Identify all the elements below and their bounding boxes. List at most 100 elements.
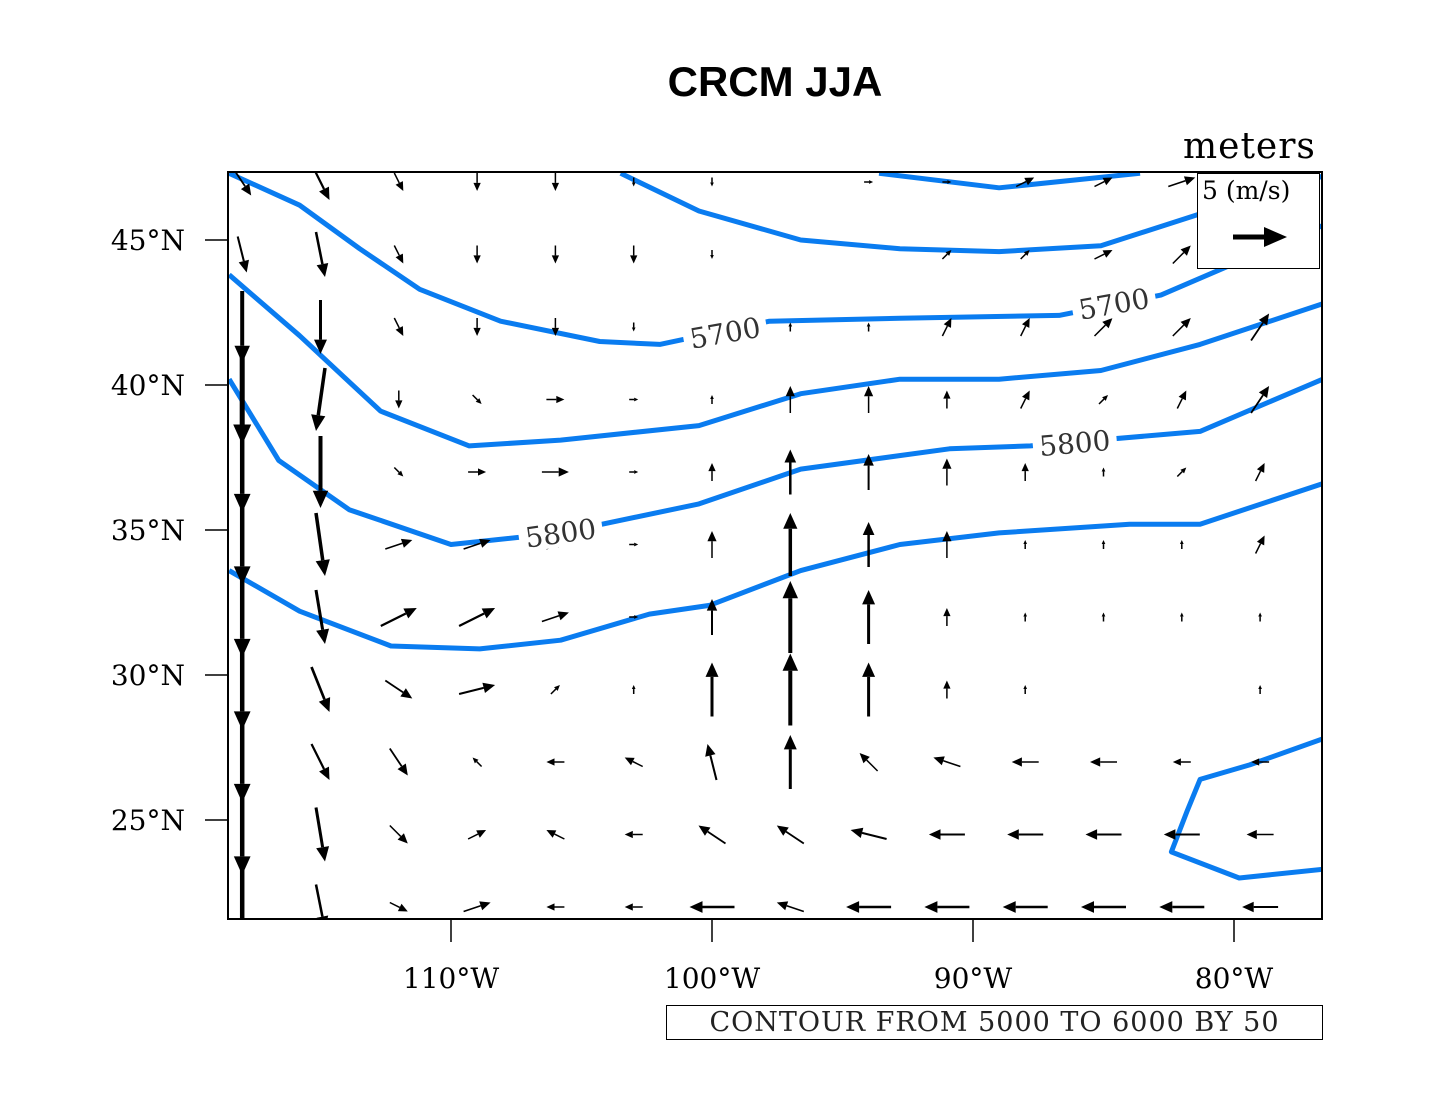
contour-label: 5800 [1038, 424, 1112, 463]
wind-vector [389, 824, 408, 844]
wind-vector [705, 662, 719, 717]
wind-vector [472, 757, 483, 768]
wind-vector [1011, 757, 1039, 767]
contour-info-label: CONTOUR FROM 5000 TO 6000 BY 50 [666, 1005, 1323, 1040]
wind-vector [776, 825, 805, 845]
y-tick-label: 30°N [111, 659, 185, 692]
wind-vector [942, 458, 952, 486]
wind-vector [546, 903, 565, 911]
wind-vector [234, 172, 252, 196]
wind-vector [941, 318, 952, 337]
wind-vector [1251, 758, 1270, 766]
wind-vector [1254, 463, 1265, 482]
wind-vector [1179, 540, 1184, 549]
wind-vector [234, 291, 250, 363]
wind-vector [310, 743, 330, 780]
contour-label: 5700 [1076, 282, 1152, 327]
wind-vector [1172, 318, 1191, 337]
wind-vector [924, 901, 970, 913]
wind-vector [698, 825, 727, 845]
wind-vector [624, 830, 643, 839]
wind-vector [928, 829, 965, 840]
wind-vector [1101, 467, 1106, 477]
wind-vector [1021, 463, 1029, 481]
wind-vector [551, 173, 560, 191]
contour-5600 [878, 172, 1141, 191]
wind-vector [546, 395, 565, 404]
wind-vector [705, 744, 718, 781]
wind-vector [942, 180, 952, 184]
wind-vector [1246, 829, 1274, 840]
wind-vector [393, 245, 404, 264]
wind-vector [395, 390, 403, 409]
wind-vector [393, 172, 404, 191]
wind-vector [776, 901, 805, 913]
wind-vector [863, 454, 874, 490]
wind-vector [233, 431, 251, 513]
wind-vector [788, 322, 793, 332]
wind-vector [472, 394, 482, 404]
wind-vector [310, 666, 331, 712]
wind-vector [629, 397, 639, 402]
wind-vector [311, 367, 327, 431]
wind-vector [1258, 685, 1262, 694]
wind-vector [631, 177, 636, 187]
wind-vector [707, 531, 717, 558]
wind-vector [708, 463, 716, 481]
wind-vector [233, 721, 251, 803]
wind-vector [783, 735, 797, 789]
wind-vector [550, 685, 560, 695]
contour-label: 5800 [523, 512, 598, 555]
wind-vector [463, 901, 491, 913]
wind-vector [943, 680, 951, 699]
wind-vector [933, 756, 961, 768]
wind-vector [1085, 829, 1122, 840]
reference-arrow-icon [1233, 227, 1287, 247]
wind-vector [233, 504, 251, 585]
contour-5900 [1168, 736, 1322, 881]
wind-vector [710, 177, 714, 187]
wind-vector [629, 470, 639, 474]
y-tick-label: 45°N [111, 224, 185, 257]
wind-vector [312, 436, 329, 508]
wind-vector [233, 794, 251, 875]
wind-vector [1179, 612, 1184, 622]
wind-vector [314, 807, 330, 862]
wind-vector [862, 662, 876, 717]
wind-vector [862, 590, 876, 644]
wind-vector [942, 531, 952, 558]
wind-vector [630, 245, 638, 264]
wind-vector [458, 682, 496, 695]
wind-vector [1176, 467, 1187, 478]
wind-vector [631, 685, 636, 694]
reference-vector-legend: 5 (m/s) [1197, 173, 1320, 269]
y-tick-label: 40°N [111, 369, 185, 402]
wind-vector [1094, 250, 1113, 260]
wind-vector [314, 589, 330, 644]
wind-vector [1163, 829, 1200, 840]
wind-vector [551, 245, 560, 264]
wind-vector [473, 173, 481, 191]
wind-vector [1007, 829, 1044, 840]
wind-vector [846, 901, 892, 913]
wind-vector [706, 599, 718, 635]
wind-vector [239, 866, 245, 919]
wind-vector [862, 522, 875, 567]
map-frame [227, 171, 1323, 920]
wind-vector [314, 512, 330, 576]
wind-vector [624, 903, 643, 911]
wind-vector [468, 468, 487, 476]
y-tick-label: 25°N [111, 804, 185, 837]
wind-vector [1250, 386, 1270, 414]
reference-vector-label: 5 (m/s) [1202, 176, 1291, 205]
wind-vector [1172, 245, 1191, 265]
wind-vector [1002, 901, 1048, 913]
x-tick-label: 80°W [1195, 962, 1274, 995]
x-tick-label: 100°W [664, 962, 760, 995]
contour-5850 [228, 481, 1322, 652]
wind-vector [866, 322, 871, 332]
wind-vector [1168, 176, 1196, 188]
wind-vector [384, 679, 413, 699]
